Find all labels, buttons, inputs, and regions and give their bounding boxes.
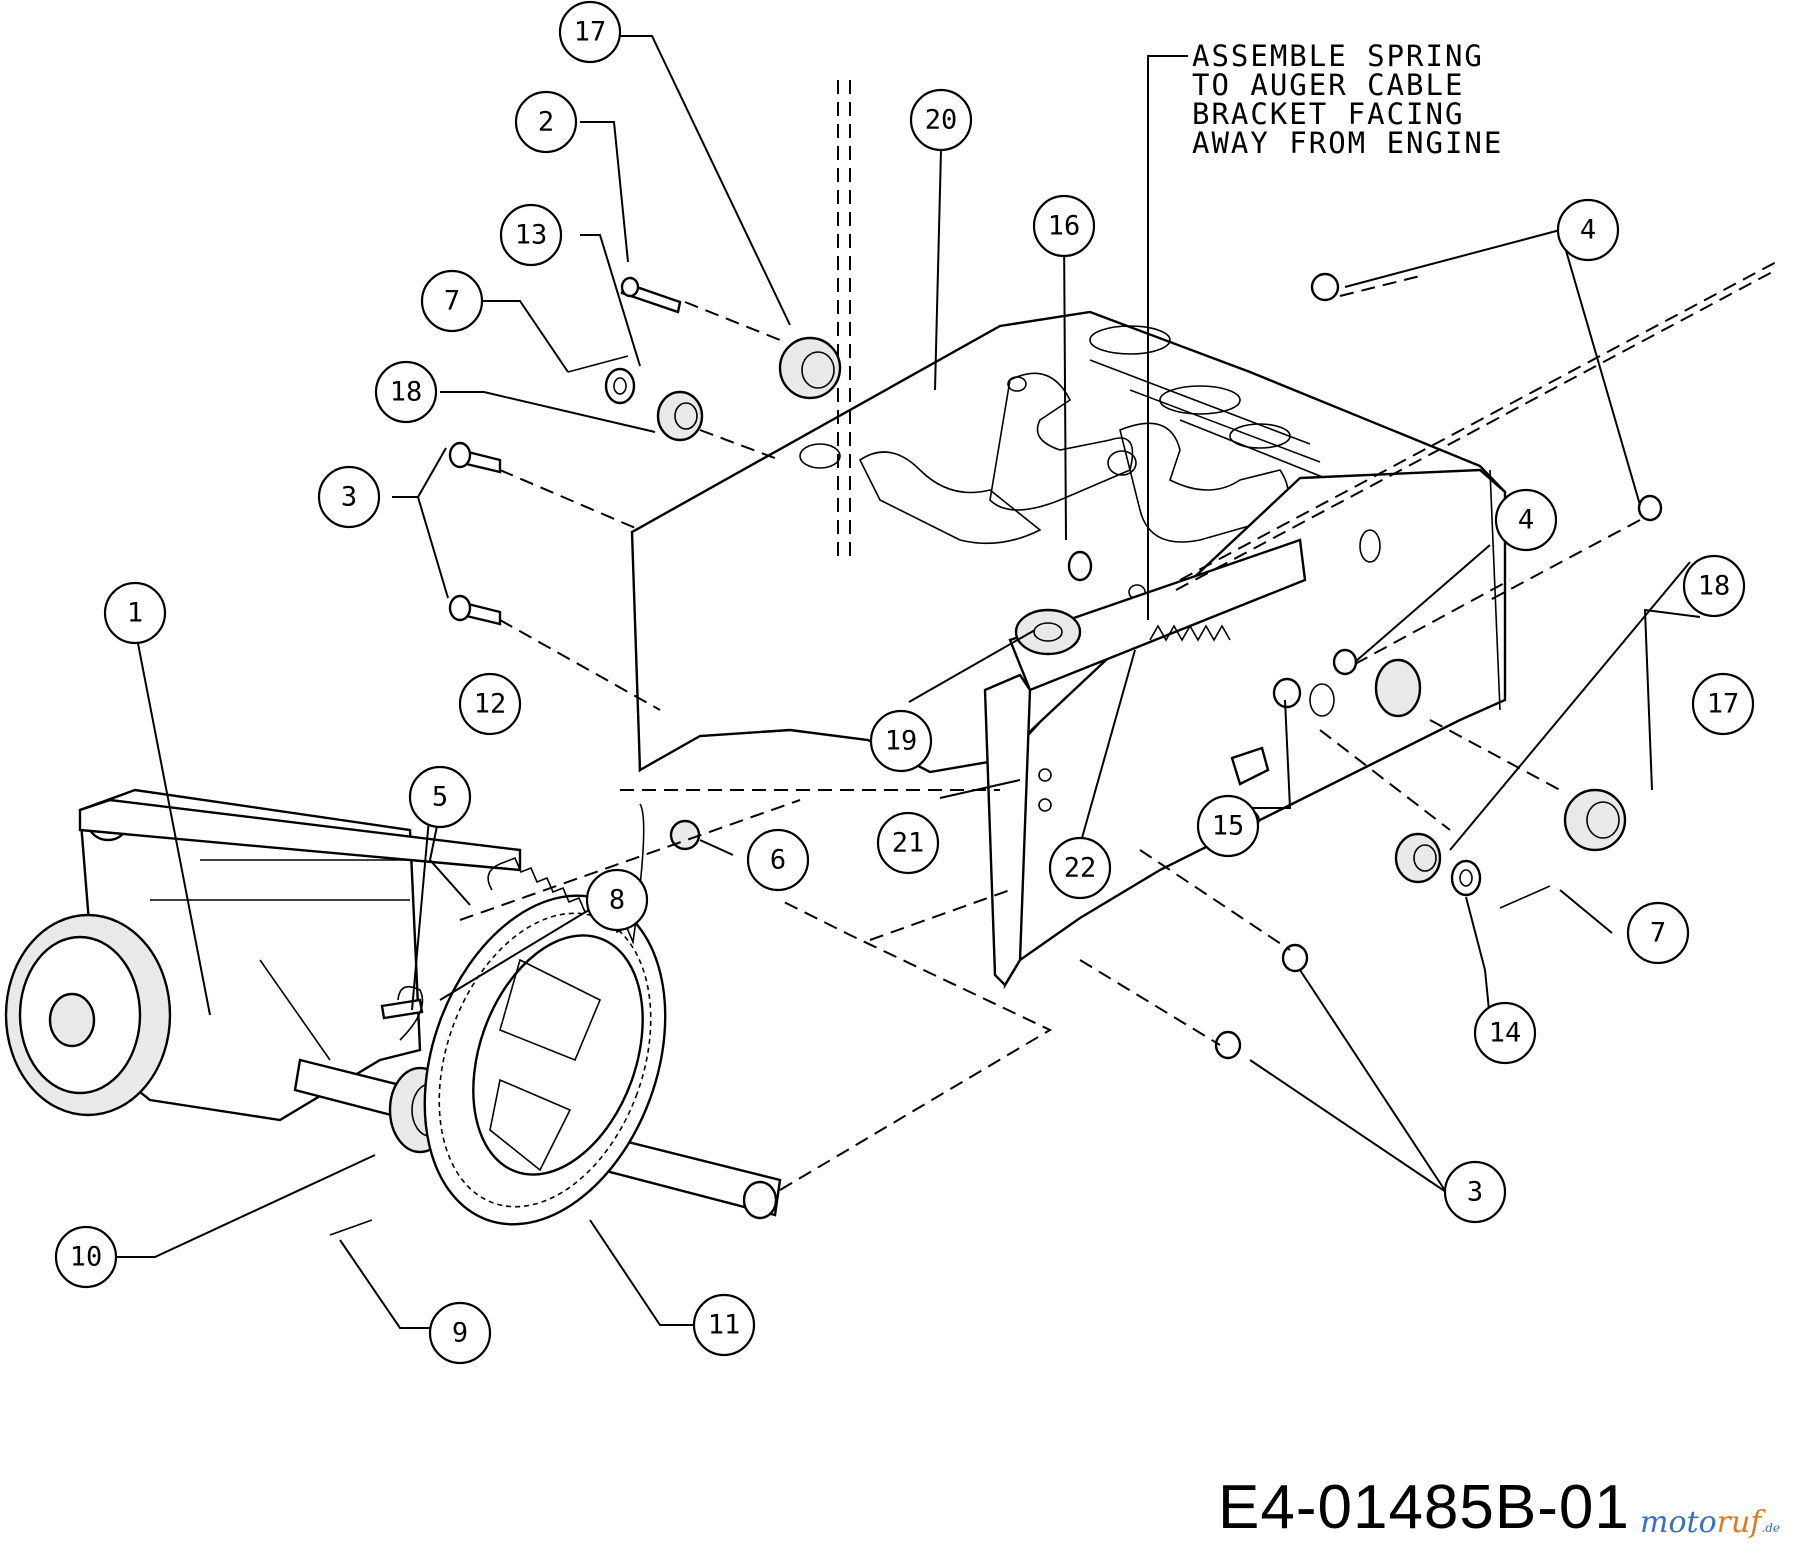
callout-18: 18 <box>374 360 438 424</box>
svg-text:12: 12 <box>474 689 507 720</box>
callout-9: 9 <box>428 1301 492 1365</box>
svg-text:6: 6 <box>770 845 786 876</box>
svg-text:21: 21 <box>892 828 925 859</box>
svg-text:4: 4 <box>1518 505 1534 536</box>
svg-text:11: 11 <box>708 1310 741 1341</box>
callout-6: 6 <box>746 828 810 892</box>
callout-10: 10 <box>54 1225 118 1289</box>
assembly-dash-lines <box>459 275 1641 1191</box>
callout-21: 21 <box>876 811 940 875</box>
callout-12: 12 <box>458 672 522 736</box>
drive-gear <box>423 894 667 1226</box>
callout-5: 5 <box>408 765 472 829</box>
svg-text:3: 3 <box>341 482 357 513</box>
transmission-gearbox <box>4 788 522 1122</box>
auger-cable-bracket <box>983 538 1307 987</box>
callout-4: 4 <box>1556 198 1620 262</box>
svg-text:18: 18 <box>390 377 423 408</box>
svg-text:3: 3 <box>1467 1177 1483 1208</box>
svg-text:2: 2 <box>538 107 554 138</box>
svg-text:17: 17 <box>574 17 607 48</box>
callout-3: 3 <box>317 465 381 529</box>
callout-19: 19 <box>869 709 933 773</box>
callout-1: 1 <box>103 581 167 645</box>
svg-text:16: 16 <box>1048 211 1081 242</box>
callout-7: 7 <box>1626 901 1690 965</box>
callout-13: 13 <box>499 203 563 267</box>
callout-7: 7 <box>420 269 484 333</box>
note-line: TO AUGER CABLE <box>1192 68 1465 102</box>
watermark-part: .de <box>1761 1521 1781 1535</box>
callout-16: 16 <box>1032 194 1096 258</box>
callout-15: 15 <box>1196 794 1260 858</box>
svg-text:13: 13 <box>515 220 548 251</box>
callout-17: 17 <box>558 0 622 64</box>
callout-11: 11 <box>692 1293 756 1357</box>
callout-3: 3 <box>1443 1160 1507 1224</box>
callout-22: 22 <box>1048 836 1112 900</box>
callout-17: 17 <box>1691 672 1755 736</box>
idler-pulley <box>1014 608 1082 656</box>
note-line: BRACKET FACING <box>1192 97 1465 131</box>
svg-text:10: 10 <box>70 1242 103 1273</box>
leader-lines <box>91 35 1701 1329</box>
watermark-part: moto <box>1640 1505 1717 1540</box>
callout-4: 4 <box>1494 488 1558 552</box>
frame-housing <box>630 310 1507 990</box>
watermark-part: ruf <box>1716 1505 1762 1540</box>
callout-8: 8 <box>585 868 649 932</box>
callout-2: 2 <box>514 90 578 154</box>
svg-text:19: 19 <box>885 726 918 757</box>
svg-text:5: 5 <box>432 782 448 813</box>
svg-text:7: 7 <box>1650 918 1666 949</box>
svg-text:14: 14 <box>1489 1018 1522 1049</box>
watermark-logo: motoruf.de <box>1640 1505 1780 1540</box>
svg-text:17: 17 <box>1707 689 1740 720</box>
svg-text:7: 7 <box>444 286 460 317</box>
drawing-id: E4-01485B-01 <box>1218 1473 1630 1542</box>
callout-14: 14 <box>1473 1001 1537 1065</box>
callout-20: 20 <box>909 88 973 152</box>
svg-text:9: 9 <box>452 1318 468 1349</box>
note-line: AWAY FROM ENGINE <box>1192 126 1504 160</box>
svg-text:8: 8 <box>609 885 625 916</box>
bracket-spring <box>1149 624 1231 642</box>
svg-text:1: 1 <box>127 598 143 629</box>
control-cable <box>1179 259 1781 581</box>
note-line: ASSEMBLE SPRING <box>1192 39 1484 73</box>
svg-text:22: 22 <box>1064 853 1097 884</box>
svg-text:18: 18 <box>1698 571 1731 602</box>
callout-18: 18 <box>1682 554 1746 618</box>
svg-text:4: 4 <box>1580 215 1596 246</box>
svg-text:20: 20 <box>925 105 958 136</box>
svg-text:15: 15 <box>1212 811 1245 842</box>
